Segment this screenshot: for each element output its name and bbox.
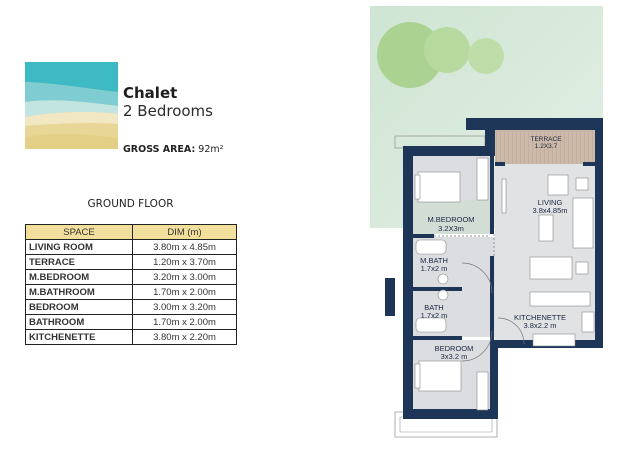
unit-type-swatch <box>25 62 118 149</box>
table-row: M.BATHROOM 1.70m x 2.00m <box>25 284 237 300</box>
kitchenette-dim: 3.8x2.2 m <box>524 321 557 330</box>
furniture <box>414 157 595 411</box>
kitchenette-label: KITCHENETTE <box>514 313 566 322</box>
unit-title-block: Chalet 2 Bedrooms <box>123 84 213 120</box>
bedroom-label: BEDROOM <box>435 344 474 353</box>
bedroom-dim: 3x3.2 m <box>441 352 468 361</box>
mbedroom-label: M.BEDROOM <box>427 215 474 224</box>
bath-label: BATH <box>424 303 443 312</box>
mbath-label: M.BATH <box>420 256 448 265</box>
table-row: TERRACE 1.20m x 3.70m <box>25 254 237 270</box>
bath-dim: 1.7x2 m <box>421 311 448 320</box>
living-dim: 3.8x4.85m <box>532 206 567 215</box>
floor-title: GROUND FLOOR <box>87 198 174 210</box>
living-label: LIVING <box>538 198 563 207</box>
gross-area-label: GROSS AREA: <box>123 144 196 155</box>
table-row: LIVING ROOM 3.80m x 4.85m <box>25 239 237 255</box>
gross-area: GROSS AREA: 92m² <box>123 144 223 155</box>
terrace-floor <box>495 130 595 164</box>
table-header-row: SPACE DIM (m) <box>25 224 237 240</box>
terrace-dim: 1.2X3.7 <box>535 143 558 150</box>
mbath-dim: 1.7x2 m <box>421 264 448 273</box>
table-row: BEDROOM 3.00m x 3.20m <box>25 299 237 315</box>
living-floor <box>495 164 595 340</box>
room-schedule-table: SPACE DIM (m) LIVING ROOM 3.80m x 4.85m … <box>25 224 237 345</box>
header-dim: DIM (m) <box>132 224 237 240</box>
unit-title: Chalet <box>123 84 178 102</box>
mbedroom-dim: 3.2X3m <box>438 224 464 233</box>
dim-cell: 3.80m x 2.20m <box>132 329 237 345</box>
unit-subtitle: 2 Bedrooms <box>123 102 213 120</box>
table-row: KITCHENETTE 3.80m x 2.20m <box>25 329 237 345</box>
gross-area-value: 92m² <box>198 144 224 155</box>
tree-icons <box>377 22 504 88</box>
terrace-label: TERRACE <box>530 136 562 143</box>
